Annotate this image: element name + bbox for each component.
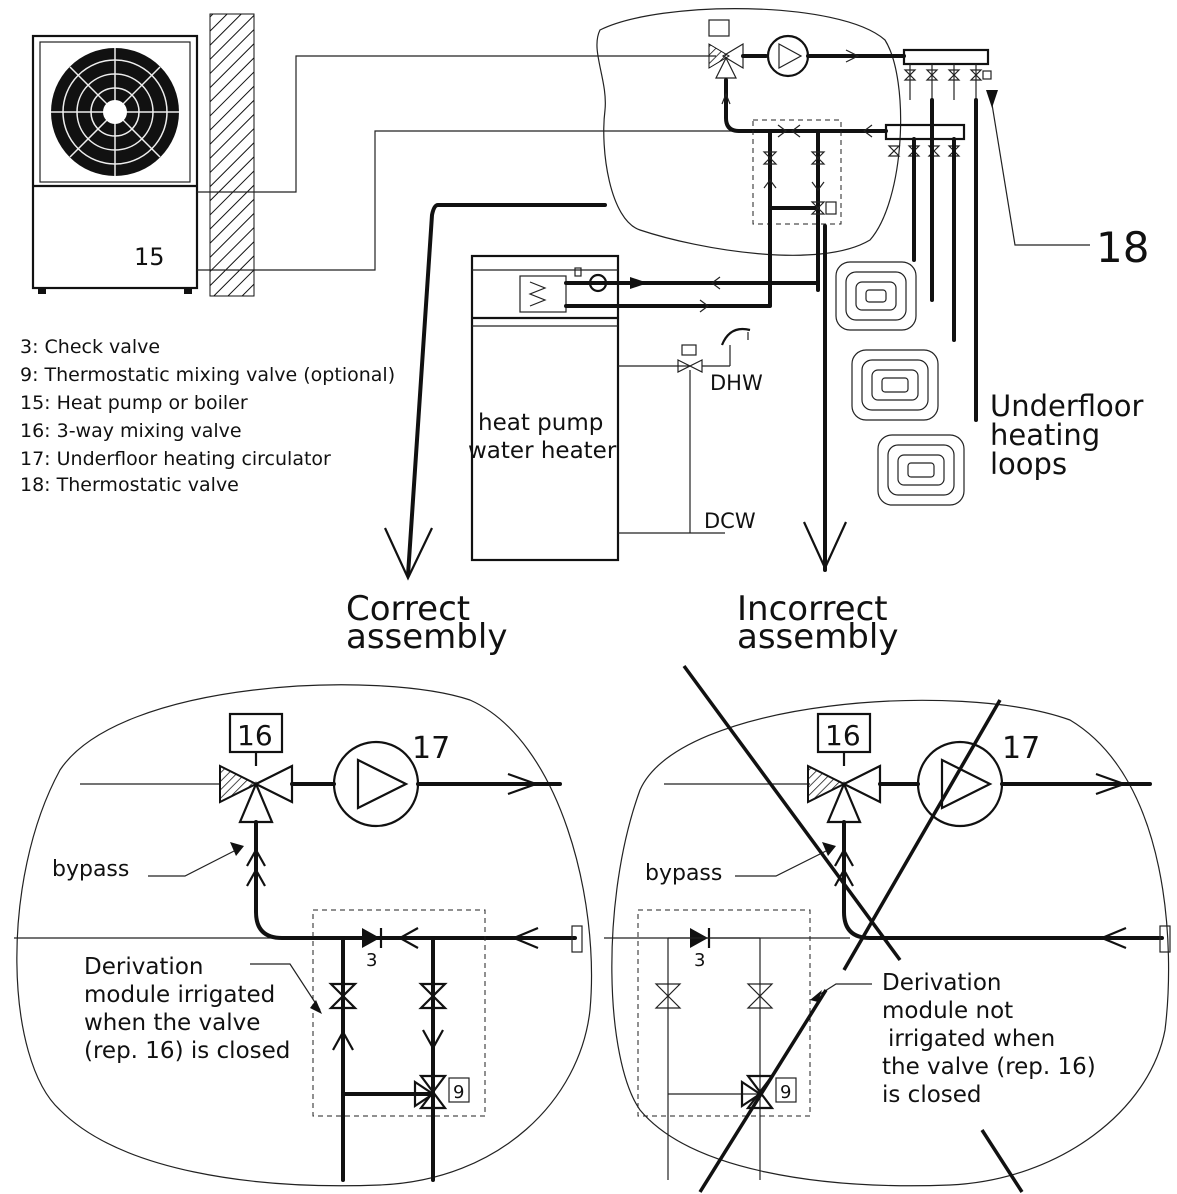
underfloor-label-line3: loops <box>990 447 1067 481</box>
correct-mixing-valve-number: 9 <box>453 1082 464 1103</box>
underfloor-label-line1: Underfloor <box>990 389 1144 423</box>
detail-bubble-top <box>596 8 902 256</box>
legend: 3: Check valve 9: Thermostatic mixing va… <box>20 336 395 496</box>
legend-item: 15: Heat pump or boiler <box>20 392 248 414</box>
correct-note-line4: (rep. 16) is closed <box>84 1038 290 1064</box>
correct-valve-number: 16 <box>237 719 273 752</box>
cross-out-line <box>980 1129 1024 1193</box>
incorrect-note-line2: module not <box>882 998 1013 1024</box>
legend-item: 18: Thermostatic valve <box>20 474 239 496</box>
return-manifold <box>884 123 966 141</box>
cross-out-line <box>698 989 828 1193</box>
thermostatic-valve-number: 18 <box>1096 223 1149 272</box>
incorrect-title-line2: assembly <box>737 617 898 657</box>
legend-item: 3: Check valve <box>20 336 160 358</box>
correct-circulator-number: 17 <box>412 731 450 766</box>
underfloor-loops <box>835 261 965 506</box>
incorrect-note-line3: irrigated when <box>888 1026 1055 1052</box>
legend-item: 9: Thermostatic mixing valve (optional) <box>20 364 395 386</box>
cross-out-line <box>682 664 902 962</box>
correct-note-line3: when the valve <box>84 1010 260 1036</box>
correct-title-line1: Correct <box>346 589 470 629</box>
supply-manifold <box>902 48 990 66</box>
cross-out-line <box>842 699 1002 971</box>
incorrect-valve-number: 16 <box>825 719 861 752</box>
correct-bypass-label: bypass <box>52 857 129 882</box>
incorrect-circulator-number: 17 <box>1002 731 1040 766</box>
heat-pump-number: 15 <box>134 243 165 271</box>
incorrect-note-line1: Derivation <box>882 970 1001 996</box>
dcw-label: DCW <box>704 509 756 533</box>
dhw-label: DHW <box>710 371 763 395</box>
correct-assembly-detail: 16 17 bypass 3 9 <box>14 684 593 1187</box>
water-heater-label-line2: water heater <box>468 438 617 464</box>
heat-pump-unit: 15 <box>31 34 199 294</box>
incorrect-title-line1: Incorrect <box>737 589 888 629</box>
incorrect-check-valve-number: 3 <box>694 950 705 971</box>
incorrect-note-line4: the valve (rep. 16) <box>882 1054 1096 1080</box>
correct-note-line2: module irrigated <box>84 982 275 1008</box>
incorrect-note-line5: is closed <box>882 1082 982 1108</box>
incorrect-bypass-label: bypass <box>645 861 722 886</box>
legend-item: 16: 3-way mixing valve <box>20 420 242 442</box>
correct-note-line1: Derivation <box>84 954 203 980</box>
wall <box>209 13 255 297</box>
water-heater-label-line1: heat pump <box>478 410 603 436</box>
correct-title-line2: assembly <box>346 617 507 657</box>
legend-item: 17: Underfloor heating circulator <box>20 448 331 470</box>
correct-check-valve-number: 3 <box>366 950 377 971</box>
incorrect-mixing-valve-number: 9 <box>780 1082 791 1103</box>
water-heater-tank <box>470 254 620 562</box>
incorrect-assembly-detail: 16 17 bypass 3 9 Derivati <box>604 664 1171 1193</box>
underfloor-label-line2: heating <box>990 418 1100 452</box>
